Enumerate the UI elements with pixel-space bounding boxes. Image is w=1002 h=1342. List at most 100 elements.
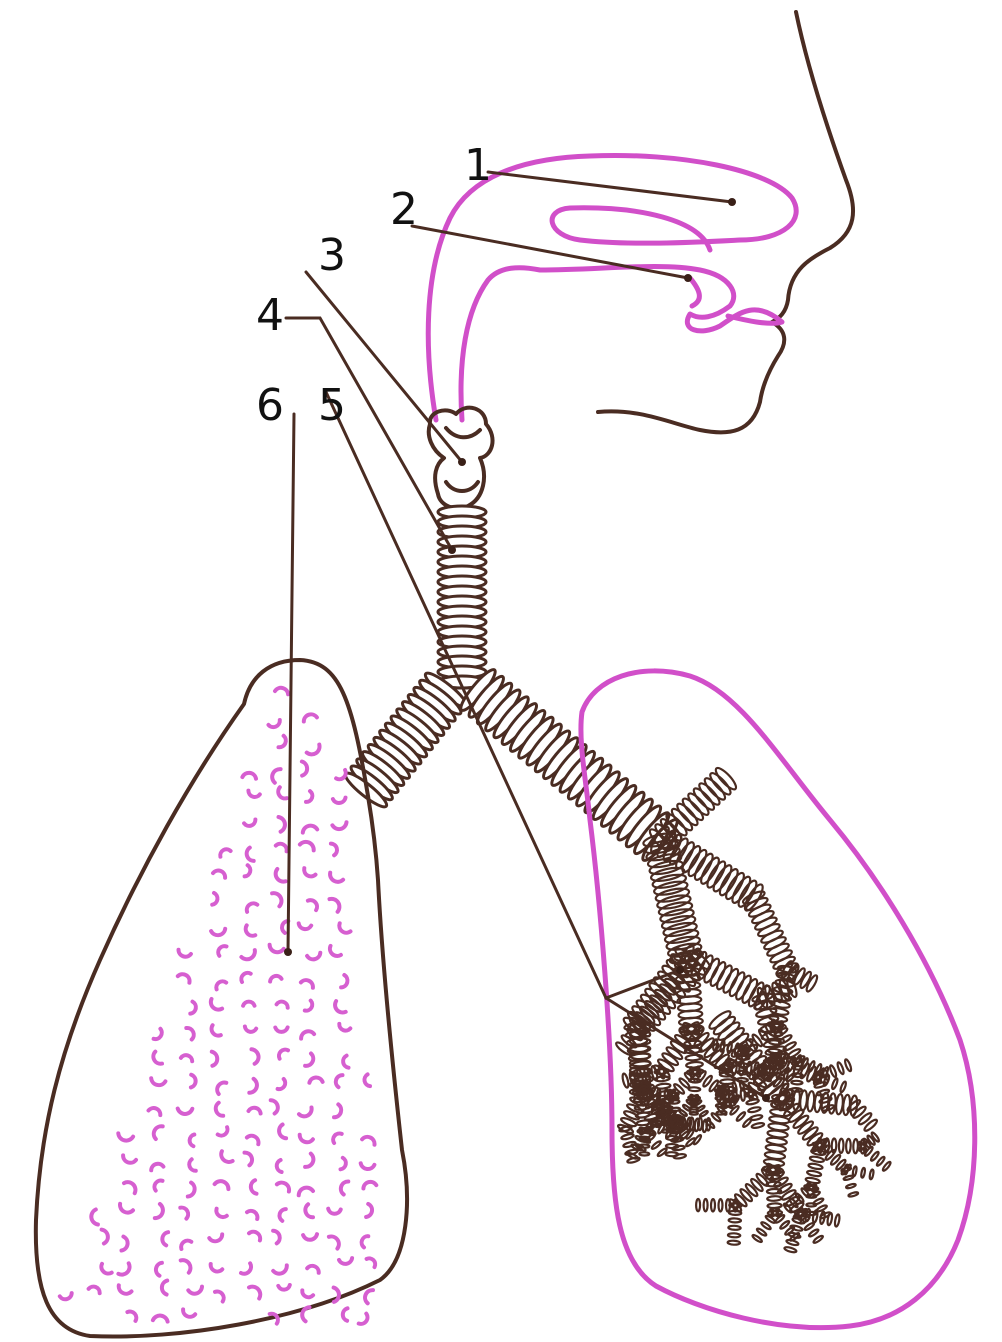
bronchiole-coil xyxy=(728,1240,740,1244)
alveolus-mark xyxy=(366,1204,372,1217)
bronchiole-coil xyxy=(636,1120,651,1126)
bronchiole-coil xyxy=(744,1183,759,1198)
alveolus-mark xyxy=(279,817,285,832)
bronchiole-coil xyxy=(739,1188,754,1203)
label-5: 5 xyxy=(318,380,346,431)
bronchiole-coil xyxy=(863,1118,878,1132)
alveolus-mark xyxy=(118,1263,129,1274)
bronchiole-coil xyxy=(752,1234,763,1243)
alveolus-mark xyxy=(188,1287,202,1294)
bronchiole-coil xyxy=(853,1139,858,1153)
alveolus-mark xyxy=(341,1181,348,1194)
alveolus-mark xyxy=(301,1031,314,1038)
alveolus-mark xyxy=(328,1209,341,1214)
alveolus-mark xyxy=(279,736,286,747)
bronchiole-coil xyxy=(861,1168,866,1178)
alveolus-mark xyxy=(279,1125,286,1139)
alveolus-mark xyxy=(341,1158,346,1170)
alveolus-mark xyxy=(249,1287,260,1299)
alveolus-mark xyxy=(335,1001,346,1012)
label-4: 4 xyxy=(256,290,284,341)
bronchiole-coil xyxy=(804,1222,815,1231)
alveolus-mark xyxy=(303,1234,317,1240)
alveolus-mark xyxy=(330,899,340,912)
alveolus-mark xyxy=(302,1290,313,1297)
bronchiole-coil xyxy=(808,1228,819,1237)
palate-curve xyxy=(690,278,699,306)
alveolus-mark xyxy=(277,1160,282,1172)
alveolus-mark xyxy=(154,1181,162,1191)
alveolus-mark xyxy=(60,1293,72,1299)
alveolus-mark xyxy=(212,1052,217,1066)
alveolus-mark xyxy=(304,714,317,721)
label-6: 6 xyxy=(256,380,284,431)
alveolus-mark xyxy=(127,1312,136,1321)
alveolus-mark xyxy=(300,842,314,851)
alveolus-mark xyxy=(91,1210,98,1225)
bronchiole-coil xyxy=(839,1139,844,1153)
bronchiole-coil xyxy=(711,1199,715,1211)
alveolus-mark xyxy=(279,1209,285,1221)
alveolus-mark xyxy=(162,1281,167,1295)
alveolus-mark xyxy=(305,1204,313,1217)
alveolus-mark xyxy=(308,900,317,910)
bronchiole-coil xyxy=(621,1133,634,1140)
bronchiole-coil xyxy=(843,1175,853,1181)
alveolus-mark xyxy=(212,893,217,905)
alveolus-mark xyxy=(246,925,256,935)
bronchiole-coil xyxy=(696,1199,700,1211)
alveolus-mark xyxy=(216,981,226,989)
bronchiole-coil xyxy=(726,1199,730,1211)
bronchiole-coil xyxy=(846,1139,851,1153)
bronchiole-coil xyxy=(808,1163,823,1170)
alveolus-mark xyxy=(245,1153,253,1166)
bronchiole-coil xyxy=(635,1104,650,1110)
alveolus-mark xyxy=(247,1211,257,1219)
alveolus-mark xyxy=(247,1136,259,1144)
bronchiole-coil xyxy=(809,1156,824,1163)
alveolus-mark xyxy=(362,1137,374,1145)
alveolus-mark xyxy=(216,1103,223,1116)
bronchiole-coil xyxy=(693,1134,702,1145)
leader-line-6 xyxy=(288,414,294,952)
alveolus-mark xyxy=(221,1151,232,1162)
alveolus-mark xyxy=(334,1288,339,1302)
alveolus-mark xyxy=(306,791,312,802)
alveolus-mark xyxy=(123,1155,136,1162)
right-bronchus xyxy=(457,666,681,864)
bronchial-tree xyxy=(615,765,892,1253)
bronchiole-coil xyxy=(770,1023,783,1028)
bronchiole-coil xyxy=(728,1233,740,1237)
leader-dot-1 xyxy=(728,198,736,206)
alveolus-mark xyxy=(273,1265,287,1273)
alveolus-mark xyxy=(273,1231,280,1244)
label-1: 1 xyxy=(464,140,492,191)
alveolus-mark xyxy=(181,1241,191,1249)
bronchiole-coil xyxy=(689,1070,701,1074)
bronchiole-coil xyxy=(831,1078,838,1090)
bronchiole-coil xyxy=(619,1125,632,1132)
bronchiole-coil xyxy=(635,1112,650,1118)
alveolus-mark xyxy=(305,1054,313,1066)
alveolus-mark xyxy=(180,1208,188,1219)
alveolus-mark xyxy=(275,1027,287,1031)
alveolus-mark xyxy=(276,869,286,882)
bronchiole-coil xyxy=(846,1099,861,1113)
bronchiole-coil xyxy=(768,1048,781,1053)
bronchiole-coil xyxy=(792,1066,803,1070)
bronchiole-coil xyxy=(688,1087,700,1091)
bronchiole-coil xyxy=(806,1212,816,1215)
alveolus-mark xyxy=(242,773,256,779)
alveolus-mark xyxy=(156,1263,162,1276)
alveolus-mark xyxy=(330,946,341,956)
bronchiole-coil xyxy=(834,1214,840,1227)
alveolus-mark xyxy=(162,1232,168,1245)
alveolus-mark xyxy=(329,1236,339,1248)
alveolus-mark xyxy=(333,1133,342,1143)
alveolus-mark xyxy=(220,849,230,856)
alveolus-mark xyxy=(217,1083,226,1094)
alveolus-mark xyxy=(218,946,226,956)
bronchiole-coil xyxy=(844,1059,852,1072)
alveolus-mark xyxy=(365,1290,373,1303)
alveolus-mark xyxy=(299,923,312,929)
